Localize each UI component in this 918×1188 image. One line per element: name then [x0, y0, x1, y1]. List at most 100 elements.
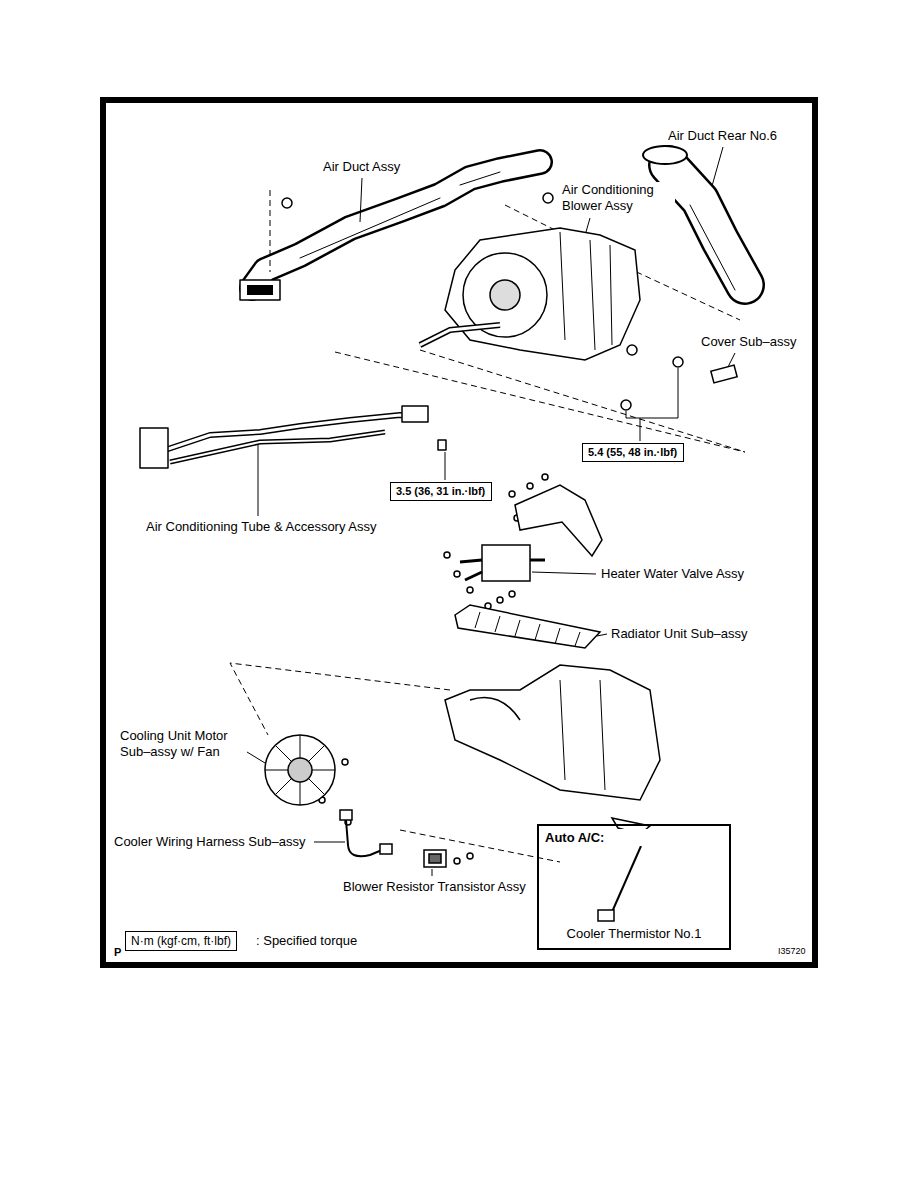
screw: [454, 571, 460, 577]
air-duct: [240, 280, 280, 300]
blower-motor: [265, 735, 335, 805]
leader-line: [532, 572, 596, 574]
rear-air-duct: [668, 165, 745, 285]
leader-line: [432, 869, 433, 876]
part-label: Air Duct Assy: [322, 159, 401, 175]
blower-housing: [420, 325, 500, 345]
wiring-harness: [340, 810, 392, 856]
cooler-thermistor: [598, 846, 641, 921]
screw: [497, 597, 503, 603]
dashed-guide: [335, 352, 745, 452]
radiator: [455, 605, 600, 648]
rear-air-duct: [643, 146, 687, 164]
dashed-guide: [230, 663, 450, 735]
rear-air-duct: [668, 165, 745, 285]
unit-key-box: N·m (kgf·cm, ft·lbf): [125, 931, 237, 951]
frame: [103, 100, 815, 965]
part-label: P: [113, 945, 122, 959]
dashed-guide: [270, 190, 271, 272]
cooler-thermistor: [612, 846, 641, 912]
heater-water-valve: [482, 545, 530, 581]
blower-housing: [445, 228, 640, 360]
screw: [509, 491, 515, 497]
part-label: Cover Sub–assy: [700, 334, 797, 350]
part-label: Blower Resistor Transistor Assy: [342, 879, 527, 895]
ac-tube: [170, 432, 385, 462]
lower-housing: [445, 665, 660, 800]
torque-value: 5.4 (55, 48 in.·lbf): [588, 445, 678, 460]
rear-air-duct: [690, 205, 735, 290]
part-label: Air Conditioning Tube & Accessory Assy: [145, 519, 378, 535]
leader-line: [258, 445, 259, 516]
screw: [454, 858, 460, 864]
cover: [711, 365, 737, 383]
blower-housing: [490, 280, 520, 310]
part-label: Heater Water Valve Assy: [600, 566, 745, 582]
cover: [711, 365, 737, 383]
torque-value: 3.5 (36, 31 in.·lbf): [396, 484, 486, 499]
part-label: Radiator Unit Sub–assy: [610, 626, 749, 642]
blower-housing: [420, 325, 500, 345]
panel-heading: Auto A/C:: [545, 829, 723, 846]
ac-tube: [402, 406, 428, 422]
cooler-thermistor: [598, 910, 614, 921]
leader-line: [247, 147, 735, 876]
part-label: Air Conditioning Blower Assy: [561, 182, 675, 214]
leader-line: [712, 147, 723, 186]
heater-water-valve: [460, 545, 545, 581]
blower-housing: [420, 228, 640, 360]
screw: [673, 357, 683, 367]
screw: [467, 587, 473, 593]
lower-housing: [470, 698, 520, 721]
lower-housing: [445, 665, 660, 834]
leader-line: [626, 368, 678, 441]
leader-line: [728, 353, 735, 367]
blower-motor: [265, 735, 335, 805]
torque-box: 5.4 (55, 48 in.·lbf): [582, 443, 684, 462]
blower-resistor: [424, 850, 446, 867]
screw: [627, 345, 637, 355]
screw: [542, 474, 548, 480]
blower-housing: [560, 232, 612, 350]
blower-resistor: [424, 850, 446, 867]
lower-housing: [560, 680, 605, 790]
blower-housing: [463, 253, 547, 337]
leader-line: [597, 634, 607, 636]
radiator: [455, 605, 600, 648]
screw: [509, 591, 515, 597]
radiator: [475, 612, 580, 646]
inset-panel: Auto A/C: Cooler Thermistor No.1: [537, 824, 731, 950]
air-duct: [247, 285, 273, 295]
screw: [543, 193, 553, 203]
screw: [527, 483, 533, 489]
screw: [444, 552, 450, 558]
ac-tube: [165, 415, 425, 450]
ac-tube: [140, 406, 446, 468]
part-label: Cooling Unit Motor Sub–assy w/ Fan: [119, 728, 247, 760]
dashed-guide: [420, 350, 745, 452]
part-label: Cooler Thermistor No.1: [567, 925, 702, 942]
blower-motor: [288, 758, 312, 782]
part-label: Air Duct Rear No.6: [667, 128, 778, 144]
wiring-harness: [380, 844, 392, 854]
blower-resistor: [429, 854, 441, 863]
ac-tube: [140, 428, 168, 468]
screw: [467, 853, 473, 859]
screw: [621, 400, 631, 410]
screw: [342, 759, 348, 765]
leader-line: [586, 218, 590, 232]
torque-value: N·m (kgf·cm, ft·lbf): [131, 933, 231, 949]
part-label: Cooler Wiring Harness Sub–assy: [113, 834, 306, 850]
ac-tube: [170, 432, 385, 462]
leader-line: [314, 842, 345, 843]
ac-tube: [165, 415, 425, 450]
wiring-harness: [340, 810, 352, 820]
part-label: I35720: [777, 945, 807, 957]
frame: [103, 100, 815, 965]
torque-box: 3.5 (36, 31 in.·lbf): [390, 482, 492, 501]
blower-motor: [265, 735, 335, 805]
leader-line: [360, 178, 362, 222]
ac-tube: [438, 440, 446, 450]
air-duct: [300, 172, 500, 258]
